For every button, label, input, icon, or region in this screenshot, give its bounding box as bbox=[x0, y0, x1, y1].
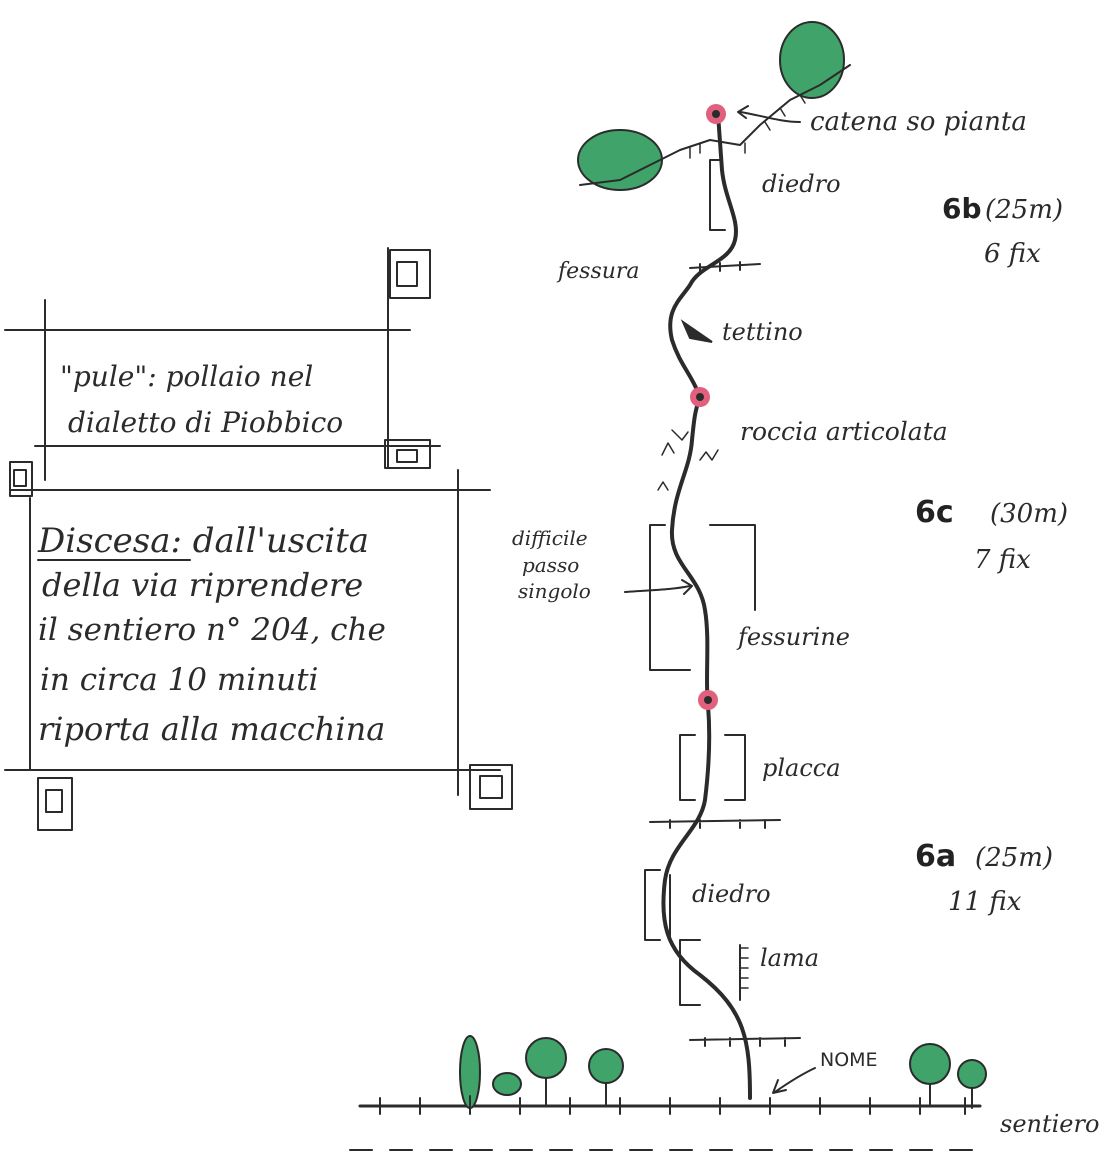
placca-label: placca bbox=[762, 754, 841, 782]
tree-icon bbox=[957, 1059, 987, 1109]
roccia-label: roccia articolata bbox=[740, 417, 948, 446]
pitch-length: (25m) bbox=[985, 195, 1063, 225]
pule-note-line: dialetto di Piobbico bbox=[68, 406, 343, 439]
sentiero-label: sentiero bbox=[1000, 1110, 1099, 1138]
fessura-label: fessura bbox=[556, 259, 640, 284]
anchor-label: catena so pianta bbox=[810, 107, 1027, 137]
pitch-bolts: 11 fix bbox=[948, 887, 1022, 917]
lama-label: lama bbox=[760, 944, 819, 972]
pitch-length: (30m) bbox=[990, 499, 1068, 529]
diedro-bracket bbox=[709, 159, 726, 231]
lama-ticks bbox=[739, 947, 749, 989]
lama-bracket bbox=[679, 939, 741, 1006]
tree-icon bbox=[588, 1048, 624, 1105]
pitch-bolts: 7 fix bbox=[974, 545, 1031, 575]
descent-note-line: Discesa: dall'uscita bbox=[37, 521, 369, 561]
descent-note-line: in circa 10 minuti bbox=[40, 662, 318, 698]
arrow-icon bbox=[737, 105, 801, 123]
pitch-grade: 6c bbox=[915, 495, 954, 530]
ground-line bbox=[358, 1097, 982, 1115]
belay-station bbox=[698, 690, 718, 710]
descent-note-line: della via riprendere bbox=[42, 566, 363, 604]
arrow-icon bbox=[772, 1067, 816, 1094]
arrow-icon bbox=[624, 579, 693, 595]
pitch-bolts: 6 fix bbox=[984, 239, 1041, 269]
tree-icon bbox=[525, 1037, 567, 1105]
passo-label: passo bbox=[522, 553, 579, 577]
summit-ridge-ticks bbox=[689, 94, 806, 159]
diedro-top-label: diedro bbox=[762, 170, 841, 198]
fessurine-label: fessurine bbox=[736, 623, 850, 651]
descent-note-line: il sentiero n° 204, che bbox=[38, 612, 386, 648]
pule-note-line: "pule": pollaio nel bbox=[60, 360, 313, 393]
rock-marks bbox=[657, 429, 719, 491]
ledge-mark bbox=[649, 819, 781, 829]
belay-station bbox=[690, 387, 710, 407]
pitch-grade: 6a bbox=[915, 839, 956, 874]
diedro-bracket bbox=[644, 869, 671, 941]
summit-ridge bbox=[579, 64, 851, 186]
route-line bbox=[661, 112, 752, 1100]
descent-note-line: riporta alla macchina bbox=[38, 710, 385, 748]
descent-note-frame bbox=[4, 461, 513, 831]
pule-note-frame bbox=[4, 247, 441, 481]
tree-icon bbox=[779, 21, 845, 99]
difficult-section-bracket bbox=[649, 524, 756, 671]
route-name-label: NOME bbox=[820, 1049, 878, 1071]
tree-icon bbox=[909, 1043, 951, 1105]
ledge-mark bbox=[689, 261, 761, 273]
diedro-bottom-label: diedro bbox=[692, 880, 771, 908]
tettino-roof-icon bbox=[680, 319, 713, 343]
singolo-label: singolo bbox=[518, 579, 591, 603]
tree-icon bbox=[492, 1072, 522, 1096]
pitch-length: (25m) bbox=[975, 843, 1053, 873]
tree-icon bbox=[459, 1035, 481, 1113]
difficile-label: difficile bbox=[512, 526, 588, 550]
pitch-grade: 6b bbox=[942, 192, 982, 225]
placca-bracket bbox=[679, 734, 746, 801]
tettino-label: tettino bbox=[722, 318, 803, 346]
belay-station bbox=[706, 104, 726, 124]
